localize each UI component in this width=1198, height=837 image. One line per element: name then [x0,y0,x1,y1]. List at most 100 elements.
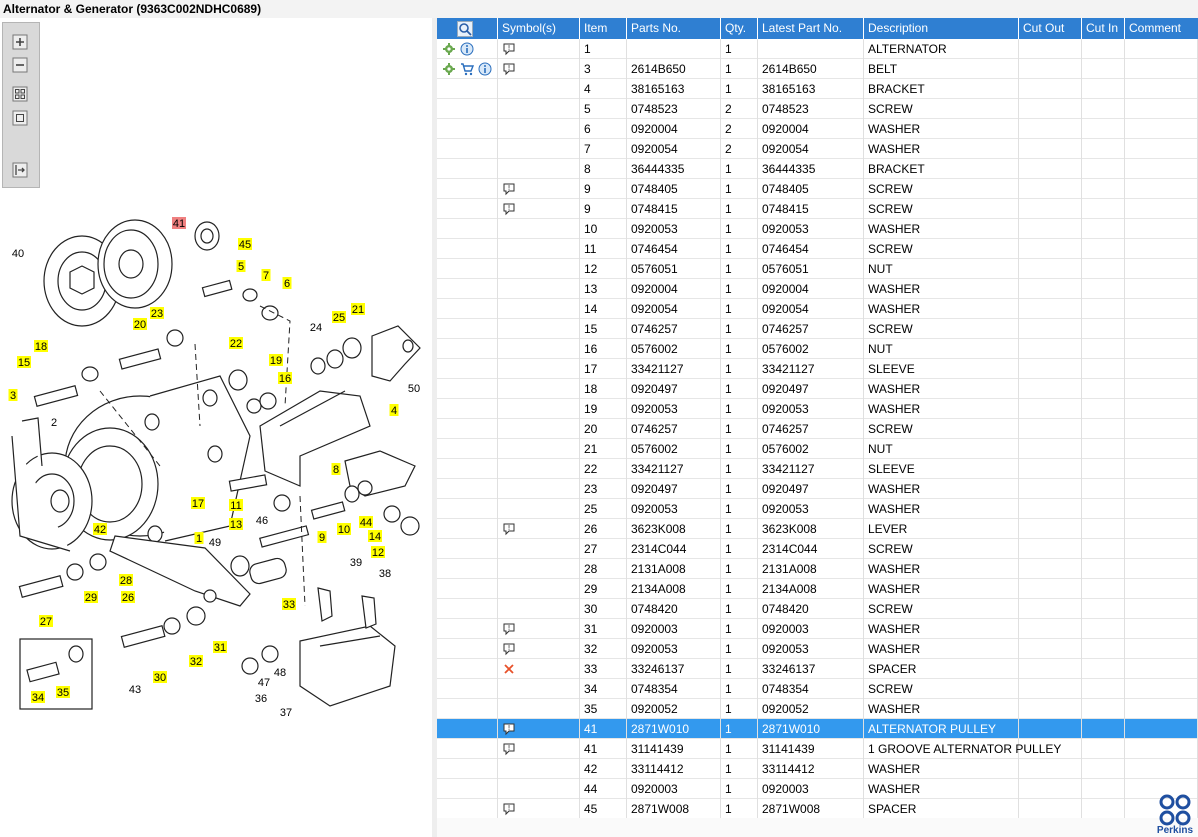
header-search-cell[interactable] [437,18,498,39]
callout-text[interactable]: 43 [129,684,141,696]
callout-text[interactable]: 38 [379,568,391,580]
callout-label[interactable]: 13 [229,518,243,531]
callout-label[interactable]: 19 [269,354,283,367]
callout-label[interactable]: 3 [8,389,18,402]
export-button[interactable] [11,161,29,179]
callout-label[interactable]: 11 [229,499,243,512]
callout-label[interactable]: 35 [56,686,70,699]
zoom-in-button[interactable] [11,33,29,51]
comment-icon[interactable]: ! [502,622,516,636]
column-header-comment[interactable]: Comment [1129,21,1182,35]
callout-label[interactable]: 34 [31,691,45,704]
column-header-description[interactable]: Description [864,18,1019,39]
fit-grid-button[interactable] [11,85,29,103]
callout-label[interactable]: 9 [317,531,327,544]
comment-icon[interactable]: ! [502,742,516,756]
callout-label[interactable]: 4 [389,404,399,417]
column-header-latest-part-no[interactable]: Latest Part No. [758,18,864,39]
comment-icon[interactable]: ! [502,182,516,196]
callout-text[interactable]: 50 [408,383,420,395]
callout-label[interactable]: 29 [84,591,98,604]
gear-icon[interactable] [442,62,456,76]
callout-label[interactable]: 41 [172,217,186,230]
callout-label[interactable]: 44 [359,516,373,529]
callout-label[interactable]: 28 [119,574,133,587]
callout-text[interactable]: 37 [280,707,292,719]
callout-label[interactable]: 31 [213,641,227,654]
search-icon[interactable] [457,21,473,37]
column-header-cut-out[interactable]: Cut Out [1019,18,1082,39]
callout-label[interactable]: 14 [368,530,382,543]
callout-label[interactable]: 10 [337,523,351,536]
cart-icon[interactable] [460,62,475,76]
comment-icon[interactable]: ! [502,642,516,656]
callout-label[interactable]: 45 [238,238,252,251]
callout-label[interactable]: 6 [282,277,292,290]
callout-text[interactable]: 40 [12,248,24,260]
callout-label[interactable]: 25 [332,311,346,324]
comment-icon[interactable]: ! [502,62,516,76]
callout-text[interactable]: 36 [255,693,267,705]
callout-label[interactable]: 17 [191,497,205,510]
callout-label[interactable]: 26 [121,591,135,604]
gear-icon[interactable] [442,42,456,56]
column-header-qty[interactable]: Qty. [721,18,758,39]
actual-size-button[interactable] [11,109,29,127]
zoom-out-button[interactable] [11,56,29,74]
callout-label[interactable]: 16 [278,372,292,385]
info-icon[interactable] [478,62,492,76]
callout-label[interactable]: 8 [331,463,341,476]
callout-label[interactable]: 32 [189,655,203,668]
column-header-symbols[interactable]: Symbol(s) [498,18,580,39]
comment-icon[interactable]: ! [502,42,516,56]
exploded-parts-diagram[interactable]: 4145576232022252118151916348171113910441… [0,196,432,719]
callout-text[interactable]: 39 [350,557,362,569]
callout-text[interactable]: 49 [209,537,221,549]
callout-label[interactable]: 20 [133,318,147,331]
callout-label[interactable]: 42 [93,523,107,536]
callout-label[interactable]: 12 [371,546,385,559]
callout-label[interactable]: 21 [351,303,365,316]
callout-text[interactable]: 24 [310,322,322,334]
callout-label[interactable]: 33 [282,598,296,611]
column-header-item[interactable]: Item [580,18,627,39]
callout-label[interactable]: 30 [153,671,167,684]
callout-label[interactable]: 27 [39,615,53,628]
parts-grid[interactable]: Symbol(s) Item Parts No. Qty. Latest Par… [437,18,1198,819]
comment-icon[interactable]: ! [502,522,516,536]
comment-icon[interactable]: ! [502,722,516,736]
